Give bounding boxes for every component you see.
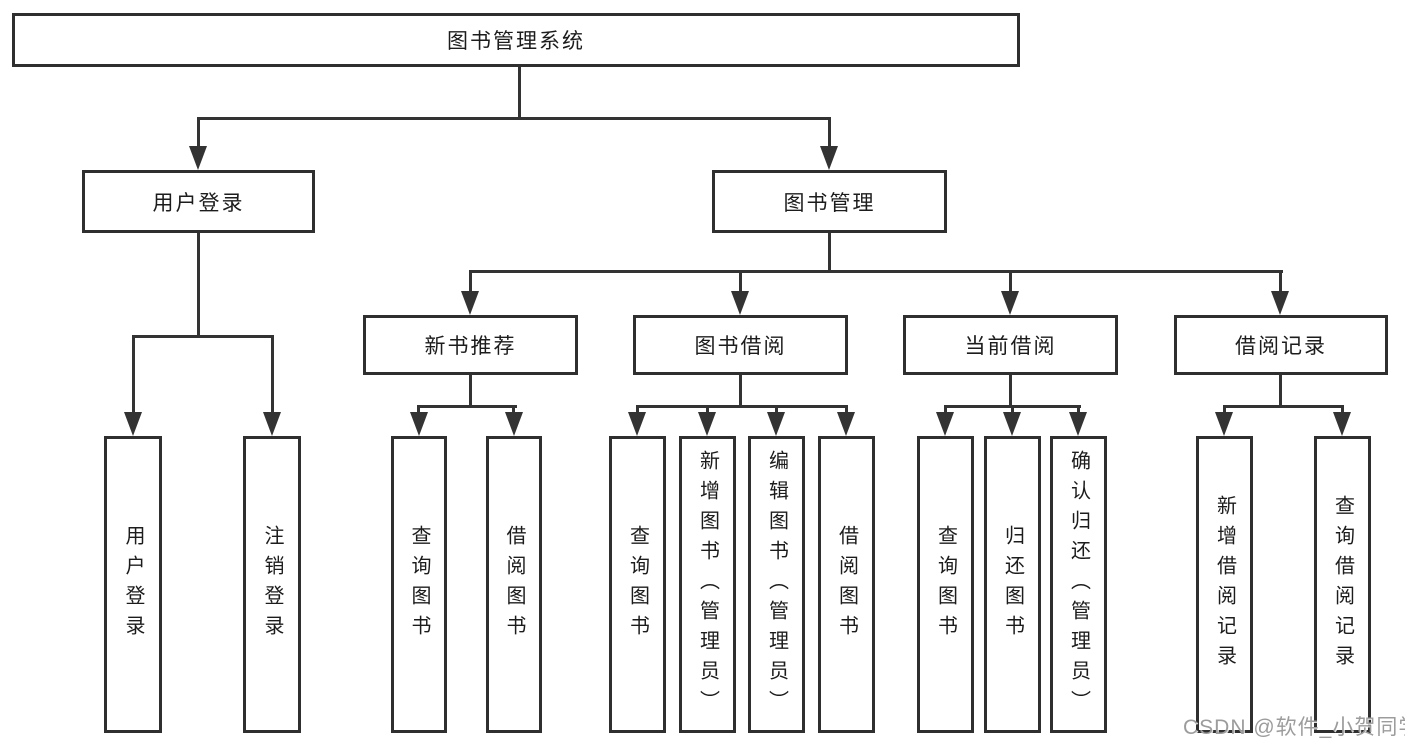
connector-line <box>636 405 639 415</box>
node-nb-borrow-books: 借阅图书 <box>486 436 542 733</box>
connector-line <box>1279 375 1282 408</box>
node-nb-query-books: 查询图书 <box>391 436 447 733</box>
arrow-down-icon <box>124 412 142 436</box>
connector-line <box>132 335 274 338</box>
node-label: 用户登录 <box>152 191 245 215</box>
connector-line <box>739 375 742 408</box>
arrow-down-icon <box>820 146 838 170</box>
node-label: 图书借阅 <box>694 335 787 358</box>
node-bb-edit-book-admin: 编辑图书（管理员） <box>748 436 805 733</box>
node-br-query-record: 查询借阅记录 <box>1314 436 1371 733</box>
node-library-system: 图书管理系统 <box>12 13 1020 67</box>
connector-line <box>1009 270 1012 294</box>
arrow-down-icon <box>505 412 523 436</box>
arrow-down-icon <box>1001 291 1019 315</box>
connector-line <box>828 117 831 150</box>
node-label: 借阅记录 <box>1235 335 1327 358</box>
node-new-book-recommend: 新书推荐 <box>363 315 578 375</box>
node-current-borrow: 当前借阅 <box>903 315 1118 375</box>
connector-line <box>469 270 1283 273</box>
connector-line <box>1077 405 1080 415</box>
arrow-down-icon <box>1215 412 1233 436</box>
connector-line <box>739 270 742 294</box>
node-label: 确认归还（管理员） <box>1067 449 1090 720</box>
connector-line <box>1279 270 1282 294</box>
arrow-down-icon <box>189 146 207 170</box>
arrow-down-icon <box>1333 412 1351 436</box>
connector-line <box>132 335 135 413</box>
watermark-csdn: CSDN @软件_小贺同学 <box>1183 716 1405 739</box>
node-label: 新增图书（管理员） <box>696 449 719 720</box>
connector-line <box>417 405 420 415</box>
node-label: 编辑图书（管理员） <box>765 449 788 720</box>
connector-line <box>417 405 517 408</box>
arrow-down-icon <box>461 291 479 315</box>
connector-line <box>1341 405 1344 415</box>
connector-line <box>944 405 947 415</box>
arrow-down-icon <box>698 412 716 436</box>
connector-line <box>469 270 472 294</box>
connector-line <box>636 405 848 408</box>
connector-line <box>197 233 200 337</box>
node-label: 查询图书 <box>934 524 957 645</box>
node-label: 查询图书 <box>408 524 430 645</box>
arrow-down-icon <box>1271 291 1289 315</box>
node-logout: 注销登录 <box>243 436 301 733</box>
connector-line <box>271 335 274 413</box>
node-label: 借阅图书 <box>835 524 858 645</box>
connector-line <box>197 117 200 150</box>
connector-line <box>706 405 709 415</box>
connector-line <box>1223 405 1226 415</box>
arrow-down-icon <box>731 291 749 315</box>
node-br-add-record: 新增借阅记录 <box>1196 436 1253 733</box>
node-label: 归还图书 <box>1001 524 1024 645</box>
connector-line <box>518 66 521 120</box>
connector-line <box>469 375 472 408</box>
node-label: 用户登录 <box>122 524 144 645</box>
node-label: 注销登录 <box>261 524 283 645</box>
node-label: 查询图书 <box>626 524 649 645</box>
arrow-down-icon <box>936 412 954 436</box>
arrow-down-icon <box>767 412 785 436</box>
node-cb-return-books: 归还图书 <box>984 436 1041 733</box>
node-label: 当前借阅 <box>964 335 1057 358</box>
connector-line <box>828 233 831 273</box>
arrow-down-icon <box>837 412 855 436</box>
node-label: 借阅图书 <box>503 524 525 645</box>
node-borrow-records: 借阅记录 <box>1174 315 1388 375</box>
node-cb-confirm-return-admin: 确认归还（管理员） <box>1050 436 1107 733</box>
connector-line <box>197 117 831 120</box>
node-cb-query-books: 查询图书 <box>917 436 974 733</box>
arrow-down-icon <box>628 412 646 436</box>
node-label: 查询借阅记录 <box>1331 494 1354 675</box>
node-book-management: 图书管理 <box>712 170 947 233</box>
node-label: 图书管理 <box>783 191 876 215</box>
node-label: 新书推荐 <box>424 335 517 358</box>
connector-line <box>1009 375 1012 408</box>
arrow-down-icon <box>1003 412 1021 436</box>
node-bb-query-books: 查询图书 <box>609 436 666 733</box>
node-bb-add-book-admin: 新增图书（管理员） <box>679 436 736 733</box>
arrow-down-icon <box>1069 412 1087 436</box>
node-bb-borrow-books: 借阅图书 <box>818 436 875 733</box>
connector-line <box>775 405 778 415</box>
connector-line <box>845 405 848 415</box>
node-user-login-leaf: 用户登录 <box>104 436 162 733</box>
node-book-borrow: 图书借阅 <box>633 315 848 375</box>
connector-line <box>1011 405 1014 415</box>
arrow-down-icon <box>263 412 281 436</box>
node-label: 图书管理系统 <box>447 30 585 53</box>
arrow-down-icon <box>410 412 428 436</box>
connector-line <box>512 405 515 415</box>
node-label: 新增借阅记录 <box>1213 494 1236 675</box>
connector-line <box>1223 405 1344 408</box>
node-user-login: 用户登录 <box>82 170 315 233</box>
